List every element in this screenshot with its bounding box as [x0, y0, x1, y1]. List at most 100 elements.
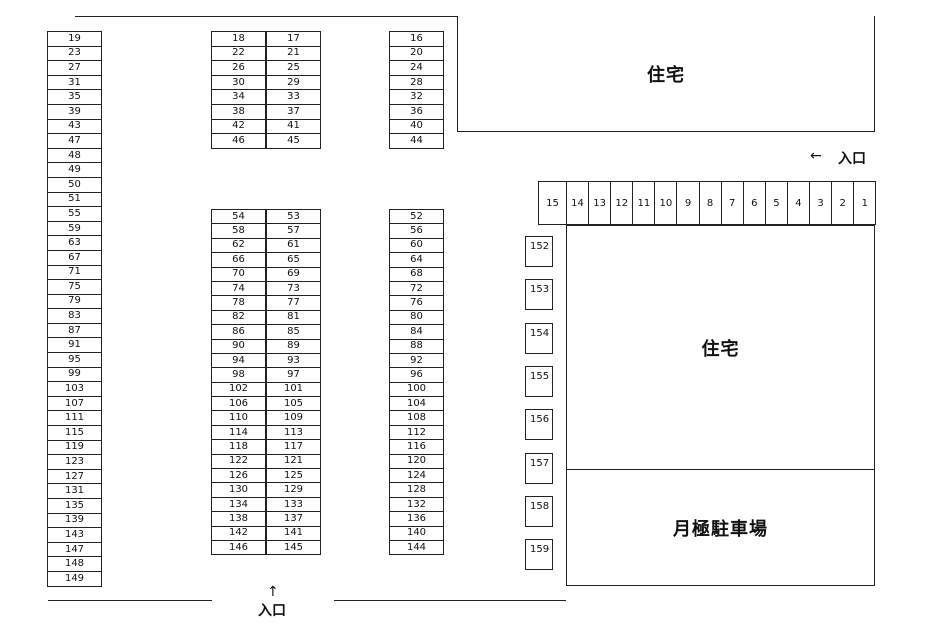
housing-area-right: 住宅	[566, 225, 875, 470]
parking-space: 37	[266, 104, 321, 120]
parking-space: 38	[211, 104, 266, 120]
single-parking-space: 159	[525, 539, 553, 571]
parking-space: 42	[211, 119, 266, 135]
parking-space: 4	[787, 181, 811, 225]
parking-space: 55	[47, 207, 102, 222]
parking-space: 60	[389, 238, 444, 254]
parking-space: 123	[47, 455, 102, 470]
parking-space: 22	[211, 46, 266, 62]
parking-space: 87	[47, 323, 102, 339]
parking-space: 133	[266, 497, 321, 513]
parking-space: 28	[389, 75, 444, 91]
parking-space: 23	[47, 46, 102, 62]
parking-space: 49	[47, 163, 102, 178]
parking-space: 147	[47, 542, 102, 558]
entrance-bottom-label: 入口	[258, 603, 286, 619]
parking-space: 33	[266, 90, 321, 105]
parking-space: 132	[389, 497, 444, 513]
parking-space: 57	[266, 224, 321, 239]
parking-space: 58	[211, 224, 266, 239]
parking-space: 1	[854, 181, 877, 225]
entrance-right-label: 入口	[838, 151, 866, 167]
parking-space: 26	[211, 61, 266, 76]
parking-space: 48	[47, 148, 102, 164]
parking-space: 20	[389, 46, 444, 62]
parking-space: 107	[47, 396, 102, 412]
parking-space: 7	[721, 181, 744, 225]
bottom-boundary-line-left	[48, 600, 212, 601]
parking-space: 119	[47, 440, 102, 456]
parking-space: 143	[47, 528, 102, 543]
parking-space: 5	[765, 181, 788, 225]
parking-space: 117	[266, 440, 321, 455]
parking-space: 61	[266, 238, 321, 254]
parking-space: 21	[266, 46, 321, 62]
parking-space: 36	[389, 104, 444, 120]
parking-space: 88	[389, 339, 444, 354]
parking-space: 24	[389, 61, 444, 76]
parking-space: 125	[266, 469, 321, 484]
parking-space: 93	[266, 353, 321, 369]
parking-space: 76	[389, 296, 444, 311]
parking-space: 120	[389, 454, 444, 470]
parking-space: 79	[47, 294, 102, 310]
parking-space: 104	[389, 397, 444, 412]
parking-space: 127	[47, 469, 102, 485]
parking-space: 77	[266, 296, 321, 311]
parking-space: 91	[47, 338, 102, 354]
parking-space: 2	[832, 181, 855, 225]
parking-space: 40	[389, 119, 444, 135]
parking-space: 109	[266, 411, 321, 426]
parking-space: 113	[266, 425, 321, 441]
parking-space: 145	[266, 540, 321, 556]
single-parking-space: 152	[525, 236, 553, 267]
parking-space: 124	[389, 469, 444, 484]
parking-space: 71	[47, 265, 102, 281]
monthly-parking-area: 月極駐車場	[566, 469, 875, 586]
parking-space: 56	[389, 224, 444, 239]
parking-space: 18	[211, 32, 266, 47]
parking-space: 110	[211, 411, 266, 426]
parking-space: 118	[211, 440, 266, 455]
parking-space: 45	[266, 134, 321, 149]
parking-space: 62	[211, 238, 266, 254]
parking-space: 130	[211, 483, 266, 498]
parking-space: 9	[677, 181, 700, 225]
parking-space: 15	[539, 181, 567, 225]
parking-space: 64	[389, 253, 444, 268]
parking-space: 63	[47, 236, 102, 251]
parking-space: 98	[211, 368, 266, 383]
parking-space: 68	[389, 267, 444, 282]
parking-space: 138	[211, 512, 266, 527]
parking-space: 129	[266, 483, 321, 498]
parking-space: 35	[47, 90, 102, 105]
parking-space: 3	[810, 181, 833, 225]
parking-space: 94	[211, 353, 266, 369]
parking-space: 131	[47, 484, 102, 499]
parking-space: 134	[211, 497, 266, 513]
parking-space: 114	[211, 425, 266, 441]
parking-space: 11	[633, 181, 656, 225]
parking-space: 73	[266, 281, 321, 297]
parking-space: 126	[211, 469, 266, 484]
parking-space: 135	[47, 499, 102, 514]
parking-space: 69	[266, 267, 321, 282]
single-parking-space: 157	[525, 452, 553, 484]
parking-space: 86	[211, 325, 266, 340]
parking-space: 89	[266, 339, 321, 354]
parking-space: 139	[47, 513, 102, 529]
parking-space: 52	[389, 210, 444, 225]
parking-space: 72	[389, 281, 444, 297]
parking-space: 108	[389, 411, 444, 426]
entrance-bottom-arrow-icon: ↑	[267, 584, 279, 600]
parking-space: 65	[266, 253, 321, 268]
parking-space: 44	[389, 134, 444, 149]
parking-space: 50	[47, 177, 102, 193]
parking-space: 96	[389, 368, 444, 383]
parking-space: 16	[389, 32, 444, 47]
